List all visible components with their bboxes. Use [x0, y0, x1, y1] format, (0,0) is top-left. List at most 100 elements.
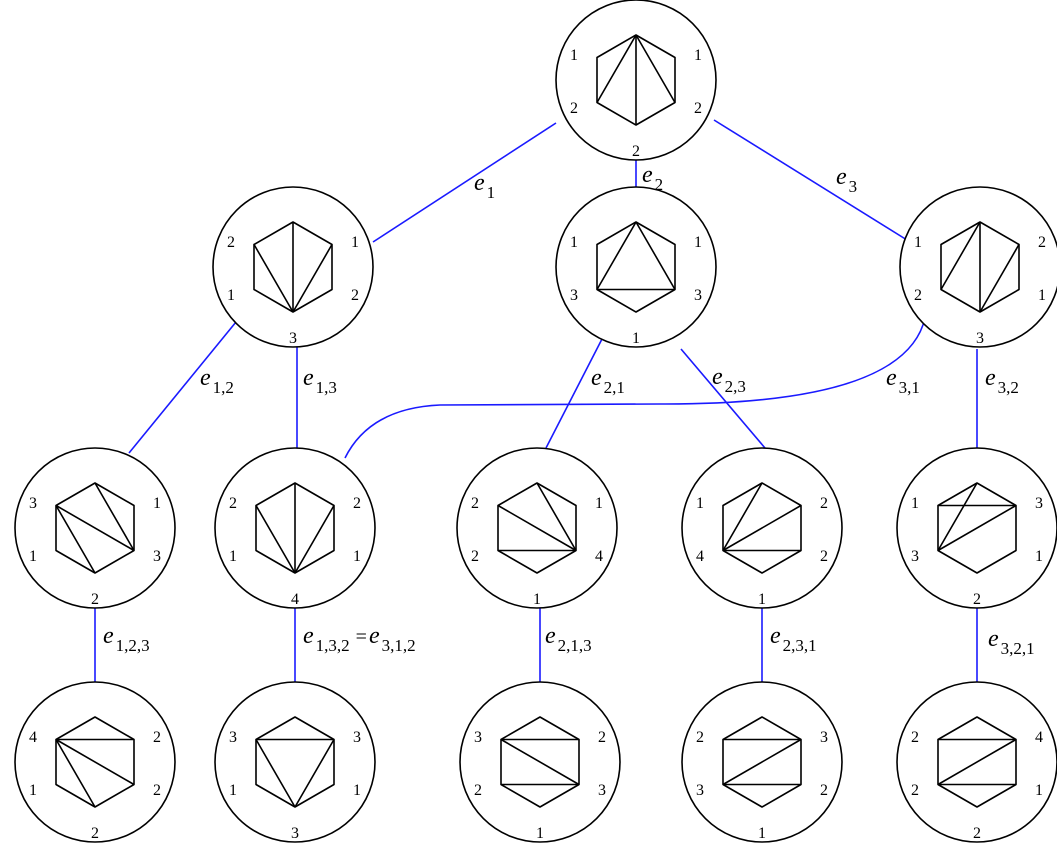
- vertex-label: 3: [570, 287, 578, 304]
- vertex-label: 1: [1035, 548, 1043, 565]
- triangulation-diagonal: [55, 738, 135, 786]
- vertex-label: 1: [353, 782, 361, 799]
- edge-label-base: e: [103, 623, 114, 649]
- vertex-label: 2: [973, 825, 981, 842]
- triangulation-diagonal: [536, 482, 577, 551]
- hexagon: [500, 716, 580, 808]
- vertex-label: 1: [533, 591, 541, 608]
- triangulation-diagonal: [635, 34, 676, 103]
- hexagon: [722, 716, 802, 808]
- vertex-label: 4: [595, 548, 603, 565]
- edge-label-base: e: [545, 623, 556, 649]
- triangulation-diagonal: [937, 504, 1017, 552]
- vertex-label: 1: [229, 548, 237, 565]
- vertex-label: 1: [758, 825, 766, 842]
- vertex-label: 1: [1035, 782, 1043, 799]
- triangulation-diagonal: [55, 504, 135, 552]
- hexagon: [596, 221, 676, 313]
- edge-label-sub: 2,1,3: [558, 636, 592, 655]
- edge-label-eq: =: [356, 626, 367, 648]
- edge-label-sub: 1,2,3: [116, 636, 150, 655]
- triangulation-diagonal: [294, 505, 335, 574]
- vertex-label: 3: [598, 782, 606, 799]
- vertex-label: 2: [973, 591, 981, 608]
- vertex-label: 2: [91, 825, 99, 842]
- vertex-label: 1: [694, 234, 702, 251]
- vertex-label: 1: [696, 495, 704, 512]
- vertex-label: 2: [696, 729, 704, 746]
- vertex-label: 2: [632, 143, 640, 160]
- vertex-label: 2: [1038, 234, 1046, 251]
- hexagon: [937, 482, 1017, 574]
- edge-e3: [713, 119, 908, 241]
- vertex-label: 1: [353, 548, 361, 565]
- edge-label-sub: 2: [655, 175, 664, 194]
- triangulation-diagonal: [596, 221, 637, 290]
- edge-label-sub: 3,1: [899, 378, 920, 397]
- edge-label-base: e: [303, 365, 314, 391]
- vertex-label: 1: [570, 234, 578, 251]
- edge-e21: [545, 338, 603, 449]
- hexagon: [937, 716, 1017, 808]
- node-circle: [899, 186, 1057, 348]
- vertex-label: 1: [229, 782, 237, 799]
- vertex-label: 3: [694, 287, 702, 304]
- vertex-label: 3: [474, 729, 482, 746]
- triangulation-diagonal: [294, 739, 335, 808]
- edge-label-sub: 1: [487, 183, 496, 202]
- triangulation-diagonal: [292, 244, 333, 313]
- edge-label-sub: 2,3,1: [783, 636, 817, 655]
- vertex-label: 1: [351, 234, 359, 251]
- vertex-label: 3: [976, 330, 984, 347]
- edge-e12: [128, 321, 237, 454]
- edge-label-base: e: [303, 623, 314, 649]
- vertex-label: 1: [758, 591, 766, 608]
- triangulation-diagonal: [500, 738, 580, 786]
- vertex-label: 1: [227, 287, 235, 304]
- vertex-label: 1: [29, 548, 37, 565]
- triangulation-diagonal: [55, 505, 96, 574]
- edge-label-base: e: [591, 365, 602, 391]
- vertex-label: 2: [914, 287, 922, 304]
- edge-label-base: e: [474, 170, 485, 196]
- vertex-label: 2: [153, 782, 161, 799]
- vertex-label: 4: [29, 729, 37, 746]
- vertex-label: 2: [570, 100, 578, 117]
- triangulation-diagonal: [940, 221, 981, 290]
- triangulation-diagonal: [94, 482, 135, 551]
- edge-label-base: e: [836, 164, 847, 190]
- vertex-label: 3: [911, 548, 919, 565]
- edge-label-sub: 3,2: [998, 378, 1019, 397]
- edge-e23: [680, 348, 766, 449]
- edge-e31: [344, 317, 926, 459]
- edge-label-base: e: [988, 626, 999, 652]
- vertex-label: 1: [153, 495, 161, 512]
- vertex-label: 2: [351, 287, 359, 304]
- edge-label-sub: 2,3: [725, 377, 746, 396]
- node-circle: [214, 681, 376, 843]
- edge-label-base: e: [642, 162, 653, 188]
- triangulation-diagonal: [635, 221, 676, 290]
- vertex-label: 1: [914, 234, 922, 251]
- vertex-label: 1: [632, 330, 640, 347]
- triangulation-diagonal: [979, 244, 1020, 313]
- vertex-label: 1: [570, 47, 578, 64]
- vertex-label: 3: [291, 825, 299, 842]
- edge-label-base: e: [985, 365, 996, 391]
- edge-label-base: e: [712, 364, 723, 390]
